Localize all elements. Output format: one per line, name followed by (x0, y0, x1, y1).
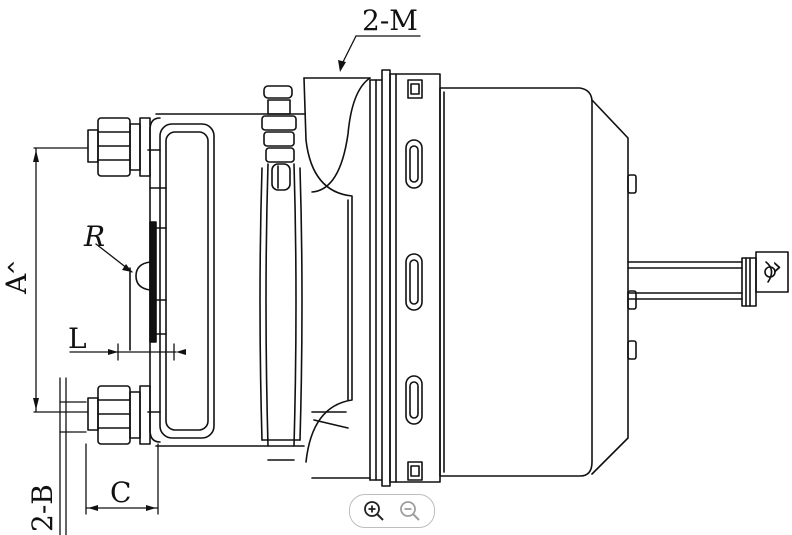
clamp-ring (369, 69, 441, 487)
label-r: R (83, 220, 105, 253)
next-image-button[interactable]: › (766, 250, 788, 284)
chevron-left-icon: ‹ (5, 252, 17, 282)
prev-image-button[interactable]: ‹ (0, 250, 22, 284)
ring-slots (405, 139, 423, 425)
dimension-arrows (33, 60, 346, 511)
chamber-body (439, 87, 593, 477)
label-2-m: 2-M (362, 4, 418, 37)
front-housing (147, 113, 305, 447)
zoom-controls (349, 494, 435, 528)
label-l: L (68, 322, 87, 355)
port-fitting (261, 85, 297, 191)
diaphragm-ribs (259, 163, 303, 461)
label-2-b: 2-B (26, 484, 59, 532)
label-a: A (0, 273, 33, 295)
flange-bolts (407, 79, 423, 481)
chamber-cone (591, 99, 629, 475)
push-rod (627, 251, 789, 307)
zoom-in-icon (364, 501, 384, 521)
label-c: C (110, 476, 131, 509)
neck (303, 77, 371, 479)
breather-plate (129, 221, 157, 351)
zoom-out-icon (400, 501, 420, 521)
zoom-in-button[interactable] (362, 499, 386, 523)
dimension-lines (33, 35, 421, 535)
upper-mount-bolt (87, 117, 151, 177)
zoom-out-button[interactable] (398, 499, 422, 523)
back-studs (627, 174, 637, 360)
chevron-right-icon: › (771, 252, 783, 282)
lower-mount-bolt (87, 385, 151, 445)
